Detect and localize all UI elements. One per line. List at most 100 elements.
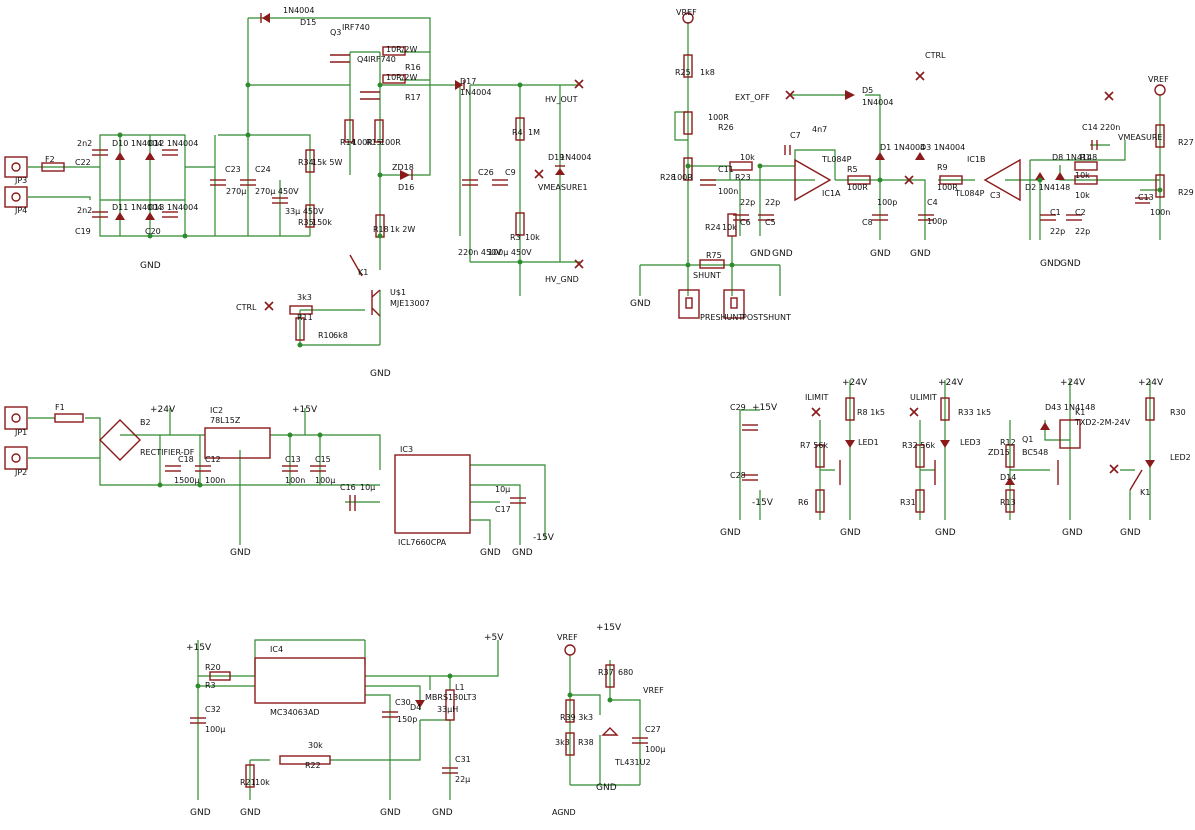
component-label-87: C6 — [740, 218, 751, 227]
hv-section-parts — [4, 13, 565, 341]
component-label-46: 2n2 — [77, 206, 92, 215]
component-label-58: 3k3 — [297, 293, 312, 302]
component-label-118: R29 1k — [1178, 188, 1195, 197]
component-label-163: R30 — [1170, 408, 1186, 417]
component-label-160: D43 1N4148 — [1045, 403, 1095, 412]
component-label-153: R33 1k5 — [958, 408, 991, 417]
component-label-27: 100µ 450V — [488, 248, 532, 257]
component-label-32: 15k 5W — [312, 158, 342, 167]
component-label-75: IC1A — [822, 189, 841, 198]
ground-label-8: GND — [1060, 259, 1081, 269]
component-label-144: R6 — [798, 498, 809, 507]
component-label-3: IRF740 — [342, 23, 370, 32]
component-label-34: 150k — [312, 218, 332, 227]
component-label-39: 270µ — [226, 187, 246, 196]
component-label-173: 10k — [255, 778, 270, 787]
component-label-78: D5 — [862, 86, 873, 95]
component-label-112: C1 — [1050, 208, 1061, 217]
component-label-108: 10k — [1075, 191, 1090, 200]
component-label-157: R13 — [1000, 498, 1016, 507]
component-label-126: IC2 — [210, 406, 223, 415]
supply-label-1: +15V — [292, 405, 318, 415]
component-label-146: ILIMIT — [805, 393, 828, 402]
component-label-121: JP1 — [14, 428, 27, 437]
component-label-104: D2 1N4148 — [1025, 183, 1070, 192]
dcdc-section-wires — [197, 639, 499, 800]
component-label-35: R18 — [373, 225, 389, 234]
component-label-174: R22 — [305, 761, 321, 770]
ground-label-11: GND — [512, 548, 533, 558]
component-label-166: IC4 — [270, 645, 283, 654]
component-label-94: SHUNT — [693, 271, 721, 280]
vref-section-parts — [564, 12, 1166, 756]
component-label-122: JP2 — [14, 468, 27, 477]
ground-label-5: GND — [870, 249, 891, 259]
component-label-139: 10µ — [360, 483, 375, 492]
component-label-193: TL431U2 — [614, 758, 651, 767]
component-label-105: D8 1N4148 — [1052, 153, 1097, 162]
component-label-102: TL084P — [954, 189, 985, 198]
component-label-2: Q3 — [330, 28, 341, 37]
component-label-73: C7 — [790, 131, 801, 140]
component-label-188: R37 — [598, 668, 614, 677]
component-label-42: F2 — [45, 155, 55, 164]
component-label-66: 100R — [708, 113, 729, 122]
component-label-89: R24 — [705, 223, 721, 232]
component-label-21: D19 — [548, 153, 564, 162]
component-label-143: C28 — [730, 471, 746, 480]
component-label-191: C27 — [645, 725, 661, 734]
component-label-71: C11 — [718, 165, 734, 174]
component-label-147: LED1 — [858, 438, 879, 447]
component-label-145: R7 56k — [800, 441, 828, 450]
component-label-187: 3k3 — [555, 738, 570, 747]
component-label-114: C2 — [1075, 208, 1086, 217]
component-label-158: Q1 — [1022, 435, 1033, 444]
component-label-96: POSTSHUNT — [742, 313, 791, 322]
component-label-38: C24 — [255, 165, 271, 174]
component-label-148: R8 1k5 — [857, 408, 885, 417]
component-label-183: 22µ — [455, 775, 470, 784]
component-label-36: 1k 2W — [390, 225, 415, 234]
component-label-101: IC1B — [967, 155, 986, 164]
component-label-129: 1500µ — [174, 476, 199, 485]
component-label-91: C8 — [862, 218, 873, 227]
measure-section-parts — [678, 54, 1165, 319]
component-label-152: LED3 — [960, 438, 981, 447]
supply-label-4: -15V — [752, 498, 774, 508]
component-label-22: 1N4004 — [560, 153, 591, 162]
component-label-6: 10R/2W — [386, 45, 418, 54]
indicator-section-wires — [739, 380, 1151, 520]
component-label-110: 220n — [1100, 123, 1120, 132]
component-label-131: 100n — [205, 476, 225, 485]
component-label-55: U$1 — [390, 288, 406, 297]
no-connect-markers — [264, 71, 1119, 474]
component-label-125: RECTIFIER-DF — [140, 448, 195, 457]
ground-label-4: GND — [772, 249, 793, 259]
component-label-23: VMEASURE1 — [538, 183, 588, 192]
component-label-15: R15 — [366, 138, 382, 147]
component-label-53: D13 1N4004 — [148, 203, 198, 212]
component-label-133: 100n — [285, 476, 305, 485]
ground-label-3: GND — [750, 249, 771, 259]
component-label-52: D11 1N4004 — [112, 203, 162, 212]
component-label-137: ICL7660CPA — [398, 538, 447, 547]
component-label-161: K1 — [1075, 408, 1085, 417]
dcdc-section-parts — [190, 657, 458, 788]
component-label-26: 220n 450V — [458, 248, 502, 257]
component-label-63: R25 — [675, 68, 691, 77]
component-label-167: MC34063AD — [270, 708, 320, 717]
component-label-106: R1 — [1080, 153, 1091, 162]
component-label-97: R9 — [937, 163, 948, 172]
component-label-180: L1 — [455, 683, 465, 692]
component-label-80: CTRL — [925, 51, 946, 60]
component-label-124: B2 — [140, 418, 151, 427]
ground-label-0: GND — [140, 261, 161, 271]
component-label-178: D4 — [410, 703, 421, 712]
component-label-11: 1N4004 — [460, 88, 491, 97]
component-label-10: D17 — [460, 77, 476, 86]
component-label-44: 2n2 — [77, 139, 92, 148]
power-section-wires — [28, 408, 546, 545]
component-label-119: C13 — [1138, 193, 1154, 202]
ground-label-19: GND — [380, 808, 401, 818]
